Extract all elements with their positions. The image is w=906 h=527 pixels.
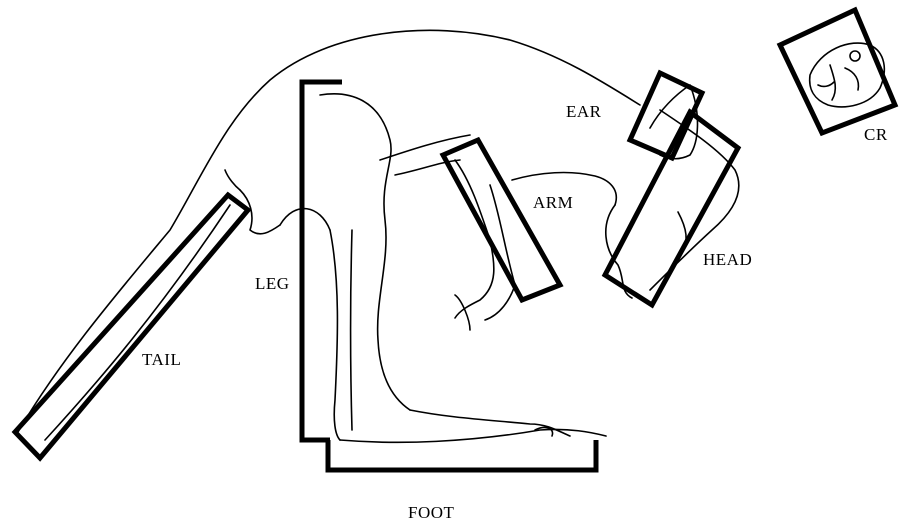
ear-frame — [630, 73, 702, 158]
cr-label: CR — [864, 125, 888, 145]
tail-label: TAIL — [142, 350, 181, 370]
arm-frame — [443, 140, 560, 300]
foot-label: FOOT — [408, 503, 454, 523]
tail-frame — [15, 195, 248, 458]
head-label: HEAD — [703, 250, 752, 270]
foot-frame — [328, 440, 596, 470]
ear-label: EAR — [566, 102, 602, 122]
cr-frame — [780, 10, 895, 133]
arm-label: ARM — [533, 193, 573, 213]
head-frame — [605, 112, 738, 305]
kangaroo-outline — [18, 30, 739, 442]
leg-label: LEG — [255, 274, 290, 294]
part-frames — [15, 10, 895, 470]
